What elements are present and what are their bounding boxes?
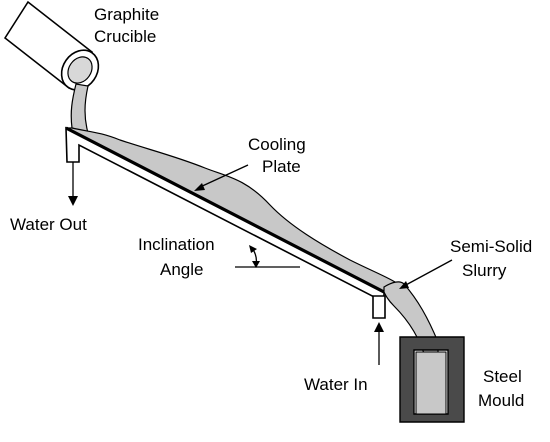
label-crucible-line1: Graphite [94, 5, 159, 24]
label-cooling-line2: Plate [262, 157, 301, 176]
label-water-in: Water In [304, 375, 368, 394]
label-inclination-line2: Angle [160, 260, 203, 279]
label-mould-line2: Mould [478, 391, 524, 410]
water-in-box [372, 295, 386, 319]
label-slurry-line2: Slurry [462, 261, 507, 280]
label-crucible-line2: Crucible [94, 27, 156, 46]
steel-mould [399, 336, 465, 423]
mould-walls [399, 336, 465, 423]
label-slurry-line1: Semi-Solid [450, 237, 532, 256]
mould-cavity-fill [415, 351, 447, 415]
slurry-leader [403, 259, 453, 287]
label-mould-line1: Steel [483, 367, 522, 386]
graphite-crucible [3, 0, 100, 91]
label-water-out: Water Out [10, 215, 87, 234]
cooling-plate [65, 126, 386, 319]
pouring-stream [70, 83, 89, 134]
angle-arrowhead-top [249, 245, 257, 253]
cooling-plate-top-edge [65, 126, 385, 294]
label-cooling-line1: Cooling [248, 135, 306, 154]
angle-arrowhead-bottom [252, 261, 260, 268]
crucible-mouth-inner [67, 56, 93, 84]
label-inclination-line1: Inclination [138, 235, 215, 254]
water-in-arrowhead [374, 322, 384, 332]
cooling-plate-arrowhead [194, 183, 205, 191]
cooling-plate-leader [197, 164, 249, 189]
slurry-arrowhead [399, 281, 409, 289]
water-out-arrowhead [68, 196, 78, 206]
